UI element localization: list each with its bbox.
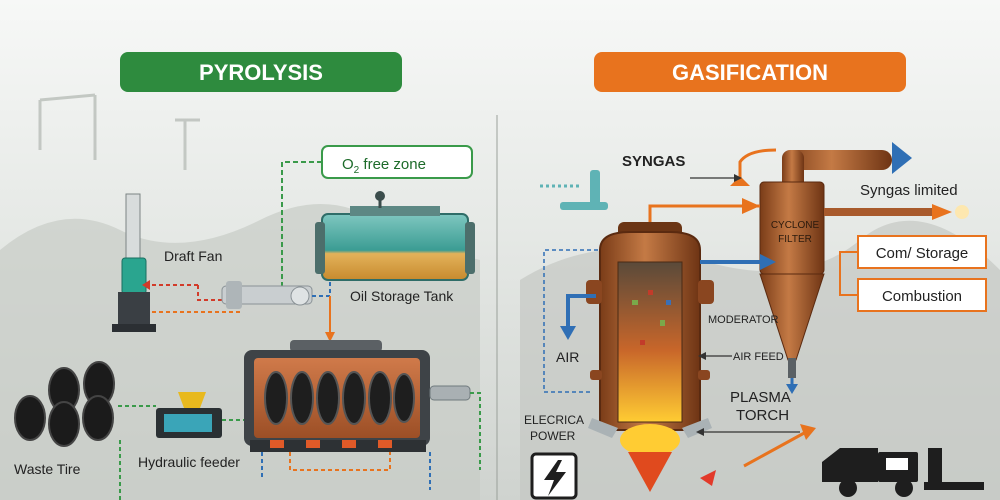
flow-syngas-loop bbox=[738, 148, 777, 182]
hydraulic-feeder bbox=[156, 392, 222, 438]
syngas-label: SYNGAS bbox=[622, 153, 685, 170]
lightning-icon bbox=[530, 452, 578, 500]
waste-tire-label: Waste Tire bbox=[14, 461, 81, 477]
o2-free-zone-label: O2 free zone bbox=[342, 156, 426, 176]
arrow-syngas-loop bbox=[730, 176, 750, 186]
combustion-box: Combustion bbox=[857, 278, 987, 312]
flow-air-in bbox=[566, 294, 596, 330]
plasma-torch-label-line1: PLASMA bbox=[730, 389, 791, 406]
flow-orange-loop bbox=[289, 452, 391, 471]
arrow-blue-mid bbox=[760, 254, 776, 270]
o2-zone-connector bbox=[281, 161, 322, 300]
plasma-leader-head bbox=[696, 428, 704, 436]
com-storage-box: Com/ Storage bbox=[857, 235, 987, 269]
red-arrow-partial bbox=[700, 470, 716, 486]
air-feed-leader-head bbox=[698, 352, 706, 360]
arrow-air-in bbox=[560, 326, 576, 340]
condenser bbox=[221, 281, 313, 309]
crane-silhouette bbox=[38, 93, 200, 170]
output-bracket bbox=[839, 251, 858, 296]
pyrolysis-reactor bbox=[244, 340, 471, 452]
flow-reactor-cyclone bbox=[648, 204, 760, 222]
truck-icon bbox=[822, 448, 984, 497]
electrical-power-label-line2: POWER bbox=[530, 429, 576, 443]
cyclone-filter bbox=[759, 150, 892, 378]
com-storage-label: Com/ Storage bbox=[876, 245, 969, 262]
arrow-syngas-out bbox=[892, 142, 912, 174]
air-feed-label: AIR FEED bbox=[733, 351, 784, 363]
arrow-cyclone-bottom bbox=[786, 384, 798, 394]
flow-orange-lower bbox=[743, 430, 807, 468]
oil-storage-tank bbox=[315, 191, 475, 281]
syngas-limited-label: Syngas limited bbox=[860, 182, 958, 199]
waste-tire-pile bbox=[14, 361, 115, 447]
plasma-torch-label-line2: TORCH bbox=[736, 407, 789, 424]
arrow-orange-lower bbox=[800, 424, 816, 440]
draft-fan bbox=[112, 193, 156, 332]
air-label: AIR bbox=[556, 349, 579, 365]
arrow-reactor-cyclone bbox=[742, 198, 760, 214]
exhaust-glow bbox=[955, 205, 969, 219]
arrow-head-reactor bbox=[325, 332, 335, 342]
pyrolysis-title: PYROLYSIS bbox=[199, 60, 323, 85]
combustion-label: Combustion bbox=[882, 288, 962, 305]
cyclone-label-line1: CYCLONE bbox=[771, 220, 820, 231]
gasifier-reactor bbox=[586, 222, 714, 492]
draft-fan-label: Draft Fan bbox=[164, 248, 222, 264]
air-dashed-loop bbox=[543, 249, 598, 393]
o2-free-zone-badge: O2 free zone bbox=[321, 145, 473, 179]
electrical-power-label-line1: ELECRICA bbox=[524, 413, 584, 427]
flow-green-right bbox=[470, 392, 481, 470]
syngas-leader-head bbox=[734, 174, 742, 182]
moderator-label: MODERATOR bbox=[708, 314, 779, 326]
gas-outlet-fitting bbox=[540, 170, 608, 210]
hydraulic-feeder-label: Hydraulic feeder bbox=[138, 454, 240, 470]
arrow-syngas-limited bbox=[932, 204, 952, 220]
gasification-banner: GASIFICATION bbox=[594, 52, 906, 92]
arrow-head-fan bbox=[142, 280, 150, 290]
cyclone-label-line2: FILTER bbox=[778, 234, 812, 245]
oil-storage-tank-label: Oil Storage Tank bbox=[350, 288, 454, 304]
gasification-title: GASIFICATION bbox=[672, 60, 828, 85]
pyrolysis-banner: PYROLYSIS bbox=[120, 52, 402, 92]
